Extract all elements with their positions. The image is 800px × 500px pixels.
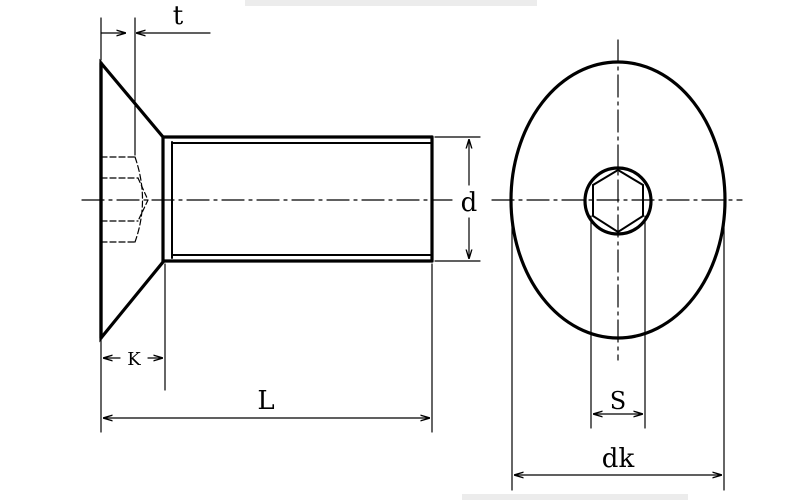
socket-circle (583, 166, 653, 236)
label-dk: dk (602, 444, 635, 474)
head-circle (509, 60, 727, 340)
hex-socket (592, 168, 644, 234)
side-view: t K L d (81, 1, 481, 433)
bottom-bar (462, 494, 688, 500)
label-k: K (127, 349, 141, 370)
end-view: S dk (491, 39, 743, 491)
label-s: S (610, 387, 626, 415)
hex-socket-hidden-lines (100, 156, 149, 243)
label-l: L (257, 386, 274, 416)
label-d: d (461, 188, 478, 218)
label-t: t (173, 1, 184, 31)
top-bar (245, 0, 537, 6)
